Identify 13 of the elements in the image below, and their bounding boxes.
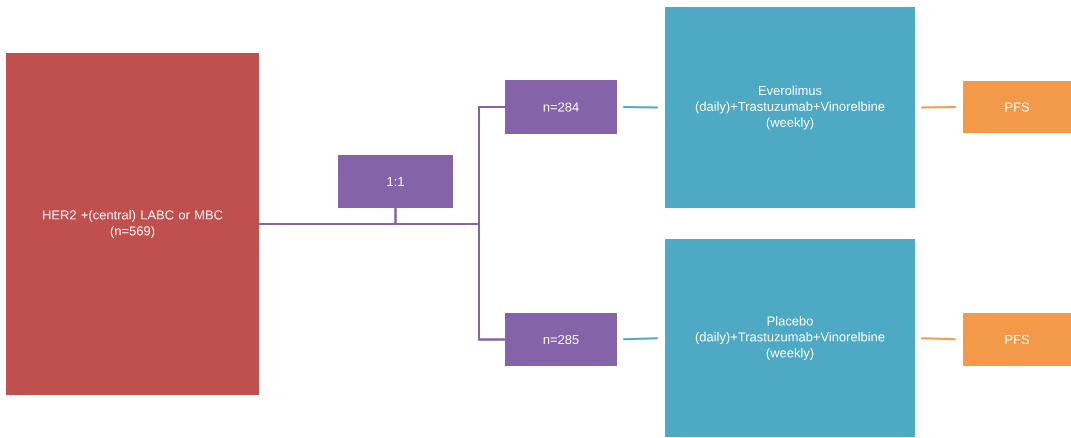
ratio-box: 1:1 [338,155,453,208]
arm-box: n=285 [505,313,617,366]
treatment-box: Everolimus (daily)+Trastuzumab+Vinorelbine (weekly) [665,7,915,208]
connector-line [622,337,659,341]
arm-box: n=284 [505,80,617,134]
connector-line [622,106,659,109]
connector-line [920,337,957,341]
treatment-box: Placebo (daily)+Trastuzumab+Vinorelbine (weekly) [665,239,915,437]
group-box: HER2 +(central) LABC or MBC (n=569) [6,53,259,395]
connector-line [394,207,506,341]
endpoint-box: PFS [963,313,1071,366]
endpoint-box: PFS [963,81,1071,133]
connector-line [920,106,957,109]
